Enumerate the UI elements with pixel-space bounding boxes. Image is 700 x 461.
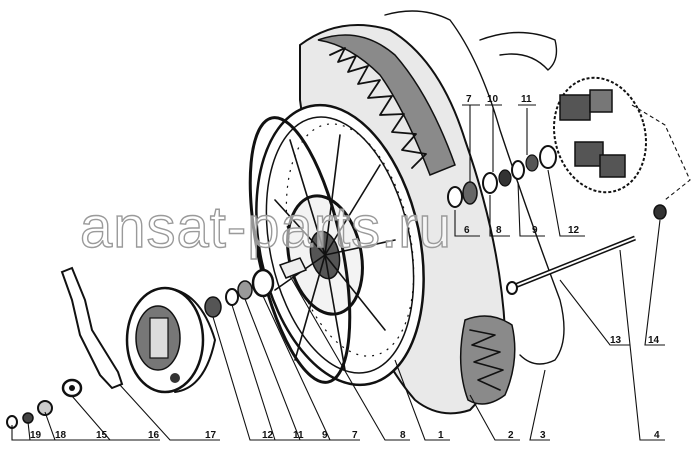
small-washers-left [6, 378, 83, 429]
callout-9-left: 9 [322, 430, 328, 441]
callout-15: 15 [96, 430, 108, 441]
callout-16: 16 [148, 430, 160, 441]
brake-hub [125, 286, 216, 394]
callout-1: 1 [438, 430, 444, 441]
left-bearing-stack [204, 257, 308, 318]
callout-4: 4 [654, 430, 660, 441]
callout-12-left: 12 [262, 430, 274, 441]
callout-11-right: 11 [521, 94, 532, 105]
brake-lever [60, 266, 124, 390]
rim-tape [384, 10, 565, 365]
callout-8-left: 8 [400, 430, 406, 441]
right-bearing-stack [447, 145, 557, 208]
callout-18: 18 [55, 430, 67, 441]
callout-12-right: 12 [568, 225, 580, 236]
callout-14: 14 [648, 335, 660, 346]
callout-2: 2 [508, 430, 514, 441]
callout-6: 6 [464, 225, 470, 236]
callout-11-left: 11 [293, 430, 304, 441]
callout-7-right: 7 [466, 94, 472, 105]
callout-7-left: 7 [352, 430, 358, 441]
callout-numbers: 19 18 15 16 17 12 11 9 7 8 1 2 3 4 13 14… [30, 94, 660, 441]
sprocket [553, 76, 691, 220]
callout-19: 19 [30, 430, 42, 441]
leader-lines [11, 104, 665, 441]
callout-17: 17 [205, 430, 217, 441]
callout-13: 13 [610, 335, 622, 346]
callout-3: 3 [540, 430, 546, 441]
callout-9-right: 9 [532, 225, 538, 236]
callout-8-right: 8 [496, 225, 502, 236]
axle [506, 235, 636, 295]
callout-10: 10 [487, 94, 499, 105]
spoked-rim [248, 103, 425, 387]
